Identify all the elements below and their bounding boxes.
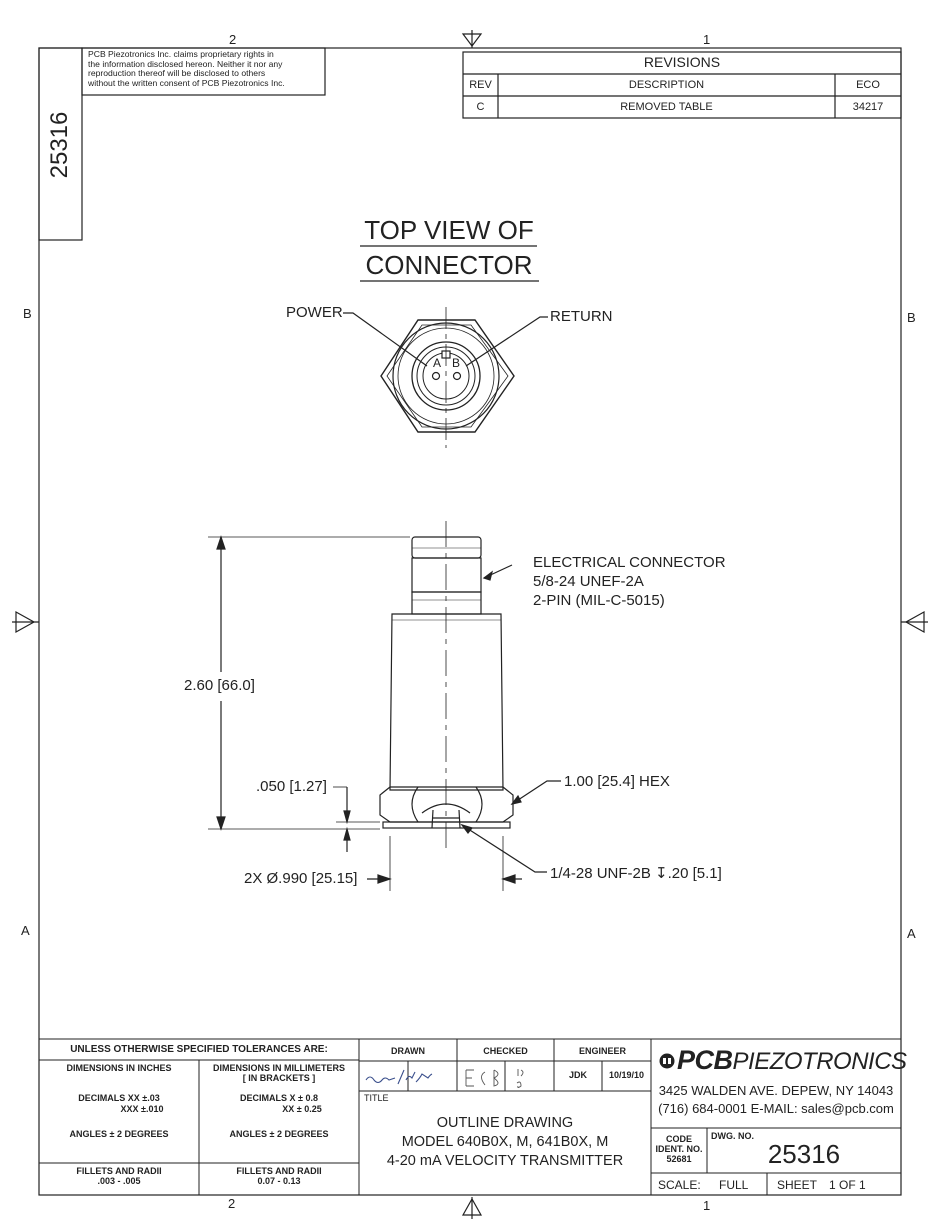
top-view-title: TOP VIEW OF (364, 215, 534, 245)
connector-callout-line: ELECTRICAL CONNECTOR (533, 554, 726, 571)
code-ident-label: CODE IDENT. NO. 52681 (651, 1134, 707, 1164)
revisions-table (462, 51, 902, 119)
revision-description: REMOVED TABLE (620, 101, 713, 113)
inch-decimals: DECIMALS XX ±.03 XXX ±.010 (39, 1093, 199, 1115)
revisions-title: REVISIONS (643, 54, 721, 70)
mm-dimensions-header: DIMENSIONS IN MILLIMETERS [ IN BRACKETS … (199, 1063, 359, 1083)
dwg-no-value: 25316 (767, 1139, 841, 1169)
zone-label-right-a: A (907, 926, 916, 941)
sheet-label: SHEET (777, 1178, 818, 1192)
mm-header-line: [ IN BRACKETS ] (242, 1073, 316, 1083)
mm-header-line: DIMENSIONS IN MILLIMETERS (212, 1063, 345, 1073)
title-block-lines (39, 1038, 901, 1195)
mm-decimals: DECIMALS X ± 0.8 XX ± 0.25 (199, 1093, 359, 1115)
connector-callout: ELECTRICAL CONNECTOR 5/8-24 UNEF-2A 2-PI… (533, 553, 726, 610)
drawn-signature (365, 1069, 433, 1085)
dwg-no-label: DWG. NO. (711, 1131, 754, 1141)
proprietary-line: PCB Piezotronics Inc. claims proprietary… (88, 49, 274, 59)
hex-dimension: 1.00 [25.4] HEX (564, 773, 670, 790)
eco-header: ECO (856, 79, 880, 91)
inch-angles: ANGLES ± 2 DEGREES (69, 1129, 169, 1139)
transmitter-side-view (208, 521, 561, 891)
company-name: PCBPIEZOTRONICS (677, 1045, 907, 1076)
proprietary-box (81, 47, 326, 96)
title-line: MODEL 640B0X, M, 641B0X, M (401, 1134, 609, 1150)
zone-label-left-b: B (23, 306, 32, 321)
code-ident-value: 52681 (666, 1154, 692, 1164)
mm-angles: ANGLES ± 2 DEGREES (229, 1129, 329, 1139)
side-drawing-number: 25316 (46, 111, 73, 179)
zone-label-bottom-1: 1 (703, 1198, 711, 1213)
inch-decimal-line: DECIMALS XX ±.03 (78, 1093, 160, 1103)
description-header: DESCRIPTION (628, 79, 705, 91)
title-line: OUTLINE DRAWING (436, 1115, 574, 1131)
code-label-line: IDENT. NO. (655, 1144, 703, 1154)
title-line: 4-20 mA VELOCITY TRANSMITTER (386, 1153, 624, 1169)
proprietary-line: the information disclosed hereon. Neithe… (88, 58, 283, 69)
pin-b-label: B (452, 356, 461, 370)
company-name-rest: PIEZOTRONICS (732, 1048, 908, 1075)
diameter-dimension: 2X Ø.990 [25.15] (244, 870, 358, 887)
rev-header: REV (469, 79, 492, 91)
tolerances-header: UNLESS OTHERWISE SPECIFIED TOLERANCES AR… (70, 1044, 328, 1055)
company-name-bold: PCB (677, 1045, 733, 1075)
engineer-name: JDK (568, 1070, 587, 1080)
height-dimension: 2.60 [66.0] (184, 677, 255, 694)
proprietary-notice: PCB Piezotronics Inc. claims proprietary… (88, 49, 285, 88)
side-number-box (38, 47, 83, 241)
drawn-label: DRAWN (391, 1046, 425, 1056)
code-label-line: CODE (665, 1134, 692, 1144)
company-contact: (716) 684-0001 E-MAIL: sales@pcb.com (658, 1101, 894, 1116)
base-gap-dimension: .050 [1.27] (256, 778, 327, 795)
pin-a-label: A (433, 356, 442, 370)
zone-label-right-b: B (907, 310, 916, 325)
connector-callout-line: 5/8-24 UNEF-2A (533, 573, 644, 590)
inch-fillets-label: FILLETS AND RADII (76, 1166, 162, 1176)
scale-value: FULL (719, 1178, 749, 1192)
engineer-label: ENGINEER (578, 1046, 626, 1056)
top-view-subtitle: CONNECTOR (365, 250, 533, 280)
inch-fillets-value: .003 - .005 (97, 1176, 141, 1186)
zone-label-top-1: 1 (703, 32, 711, 47)
drawing-title: OUTLINE DRAWING MODEL 640B0X, M, 641B0X,… (359, 1114, 651, 1171)
checked-signature (465, 1069, 524, 1088)
connector-callout-line: 2-PIN (MIL-C-5015) (533, 592, 665, 609)
revision-eco: 34217 (852, 101, 884, 113)
proprietary-line: reproduction thereof will be disclosed t… (88, 68, 266, 79)
scale-label: SCALE: (658, 1178, 701, 1192)
inch-decimal-line: XXX ±.010 (120, 1104, 164, 1114)
mm-fillets: FILLETS AND RADII 0.07 - 0.13 (199, 1166, 359, 1186)
power-label: POWER (286, 304, 343, 321)
mm-fillets-value: 0.07 - 0.13 (257, 1176, 301, 1186)
inch-fillets: FILLETS AND RADII .003 - .005 (39, 1166, 199, 1186)
mm-fillets-label: FILLETS AND RADII (236, 1166, 322, 1176)
mm-decimal-line: XX ± 0.25 (282, 1104, 322, 1114)
mm-decimal-line: DECIMALS X ± 0.8 (240, 1093, 318, 1103)
proprietary-line: without the written consent of PCB Piezo… (88, 77, 285, 88)
zone-label-top-2: 2 (229, 32, 237, 47)
thread-dimension: 1/4-28 UNF-2B ↧.20 [5.1] (550, 865, 722, 882)
revision-rev: C (476, 101, 485, 113)
zone-label-left-a: A (21, 923, 30, 938)
company-logo-icon (659, 1053, 675, 1069)
return-label: RETURN (550, 308, 613, 325)
title-label: TITLE (364, 1093, 389, 1103)
engineer-date: 10/19/10 (608, 1070, 645, 1080)
company-address: 3425 WALDEN AVE. DEPEW, NY 14043 (658, 1083, 894, 1098)
checked-label: CHECKED (483, 1046, 528, 1056)
zone-label-bottom-2: 2 (228, 1196, 236, 1211)
inch-dimensions-header: DIMENSIONS IN INCHES (66, 1063, 172, 1073)
connector-top-view (343, 307, 548, 448)
sheet-value: 1 OF 1 (829, 1178, 866, 1192)
